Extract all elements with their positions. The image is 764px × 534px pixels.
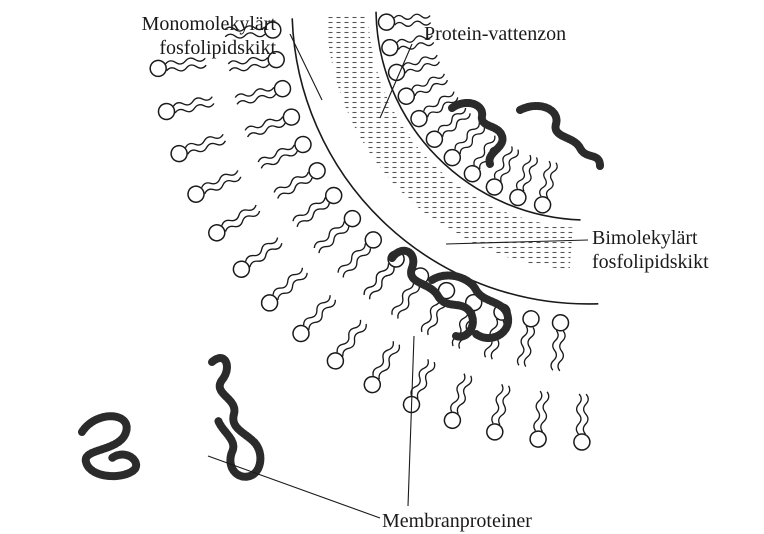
bilayer-inner-phospholipid (335, 229, 385, 281)
bilayer-outer-phospholipid (324, 317, 370, 372)
bilayer-inner-phospholipid (244, 107, 302, 141)
bilayer-outer-phospholipid (442, 372, 475, 430)
membrane-protein-blobs (82, 103, 600, 477)
monolayer-phospholipid (378, 11, 431, 31)
protein-water-zone-label: Protein-vattenzon (424, 22, 566, 46)
monolayer-phospholipid (423, 105, 473, 151)
bilayer-outer-phospholipid (230, 234, 284, 280)
bilayer-outer-phospholipid (258, 264, 310, 314)
bilayer-outer-phospholipid (529, 391, 551, 448)
bilayer-inner-phospholipid (361, 248, 408, 302)
monolayer-leader-line (290, 34, 322, 100)
bilayer-outer-phospholipid (206, 201, 262, 244)
bilayer-inner-phospholipid (290, 184, 345, 230)
membrane-protein-6 (520, 106, 600, 166)
bilayer-outer-phospholipid (169, 130, 227, 164)
protein-water-zone-leader-line (380, 44, 412, 118)
bilayer-label-line1: Bimolekylärt (592, 226, 709, 250)
protein-water-zone-fill (326, 16, 572, 270)
monolayer-label: Monomolekylärt fosfolipidskikt (60, 12, 276, 60)
membrane-protein-3 (392, 251, 473, 337)
bilayer-inner-phospholipid (272, 160, 328, 203)
bilayer-inner-phospholipid (548, 314, 569, 371)
monolayer-label-line2: fosfolipidskikt (60, 36, 276, 60)
bilayer-label: Bimolekylärt fosfolipidskikt (592, 226, 709, 274)
membrane-protein-2 (212, 358, 260, 477)
bilayer-outer-phospholipid (290, 292, 339, 345)
bilayer-inner-phospholipid (311, 207, 363, 256)
monolayer-phospholipid (533, 160, 560, 214)
bilayer-outer-phospholipid (185, 166, 242, 204)
bilayer-inner-phospholipid (256, 134, 313, 173)
bilayer-inner-phospholipid (514, 309, 540, 367)
bilayer-outer-phospholipid (157, 92, 215, 121)
monolayer-phospholipid (461, 133, 504, 185)
bilayer-outer-phospholipid (574, 394, 591, 450)
membrane-proteins-label: Membranproteiner (382, 509, 532, 533)
membrane-protein-1 (82, 416, 136, 476)
bilayer-outer-phospholipid (401, 357, 438, 415)
monolayer-label-line1: Monomolekylärt (60, 12, 276, 36)
bilayer-label-line2: fosfolipidskikt (592, 250, 709, 274)
bilayer-outer-phospholipid (485, 383, 513, 441)
monolayer-phospholipid (441, 120, 488, 169)
membrane-proteins-leader-line-2 (408, 336, 414, 506)
membrane-proteins-leader-line-1 (208, 456, 380, 518)
protein-water-zone-band (326, 16, 572, 270)
bilayer-outer-phospholipid (361, 339, 403, 396)
bilayer-inner-phospholipid (234, 79, 292, 109)
